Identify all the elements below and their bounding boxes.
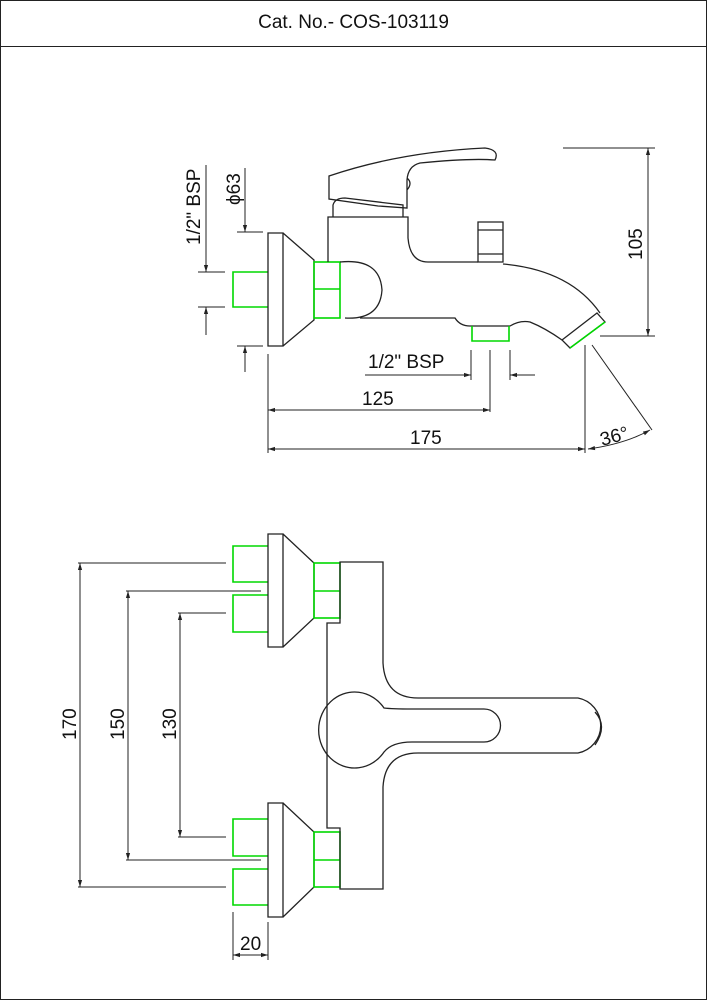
catalog-title: Cat. No.- COS-103119 (0, 0, 707, 47)
valve-body (327, 216, 601, 341)
nominal-centers-label: 150 (108, 708, 129, 740)
lower-flange (267, 802, 315, 918)
outlet-thread (471, 326, 510, 342)
total-length-label: 175 (410, 428, 442, 449)
inlet-length-label: 20 (240, 934, 261, 955)
lower-inlet-pipe-1 (232, 818, 268, 857)
height-label: 105 (626, 228, 647, 260)
mixer-body (326, 561, 602, 890)
lower-inlet-pipe-2 (232, 868, 268, 906)
upper-flange (267, 533, 315, 648)
outlet-distance-label: 125 (362, 389, 394, 410)
lever-handle (328, 147, 497, 209)
connector-ball (339, 260, 383, 319)
spout-angle-label: 36° (598, 423, 631, 451)
upper-inlet-pipe-2 (232, 594, 268, 633)
hex-nut (313, 261, 341, 319)
spout-tip (594, 711, 603, 746)
inlet-thread-label: 1/2" BSP (184, 169, 205, 245)
upper-inlet-pipe-1 (232, 545, 268, 583)
side-view: 1/2" BSP ϕ63 105 1/2" BSP 125 175 36° (184, 147, 655, 453)
diverter-knob (477, 221, 504, 263)
wall-flange (267, 232, 315, 347)
inlet-pipe (232, 271, 268, 308)
cartridge-collar (332, 197, 404, 217)
max-centers-label: 170 (60, 708, 81, 740)
outlet-thread-label: 1/2" BSP (368, 352, 444, 373)
handle-knob (317, 691, 502, 769)
top-view: 170 150 130 20 (60, 533, 603, 960)
flange-diameter-label: ϕ63 (224, 173, 245, 205)
aerator (561, 312, 606, 349)
min-centers-label: 130 (160, 708, 181, 740)
aerator-thread (569, 321, 606, 349)
